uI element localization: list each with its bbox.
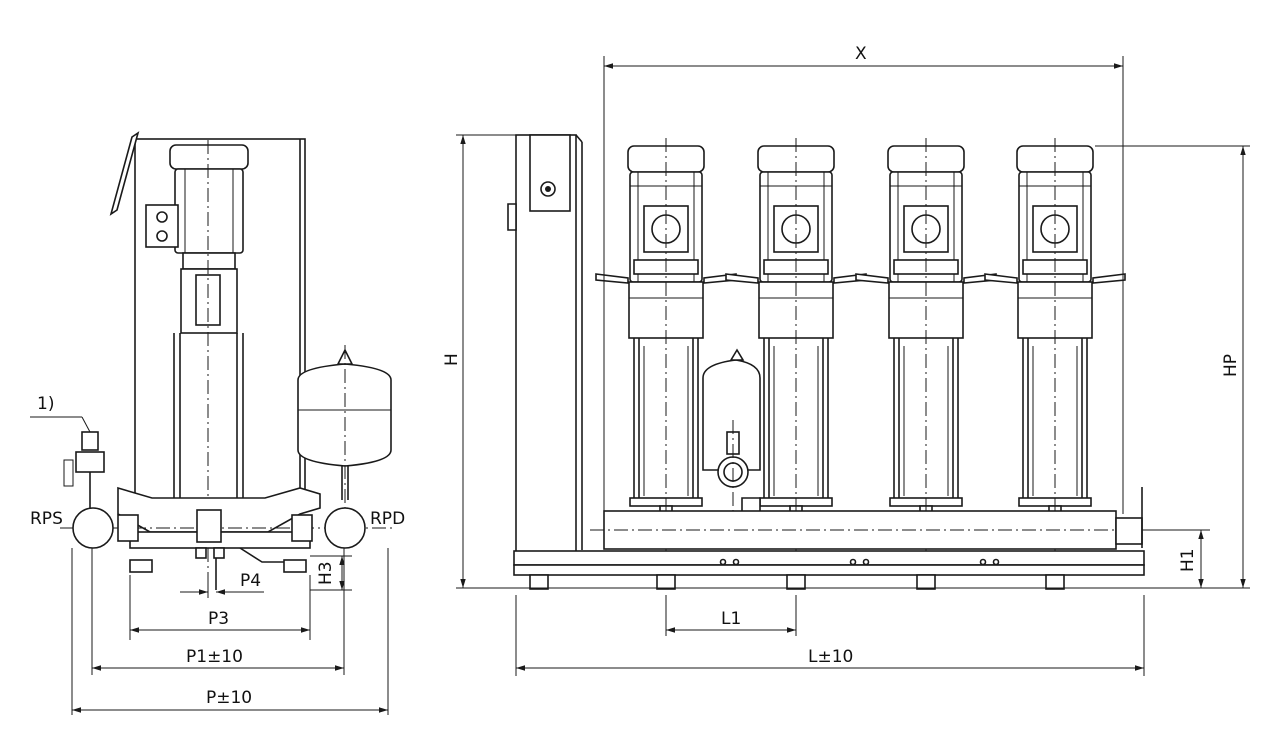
p-label: P±10 bbox=[206, 688, 252, 708]
rpd-label: RPD bbox=[370, 509, 405, 529]
suction-manifold bbox=[72, 507, 114, 549]
side-view-labels: 1) RPS RPD P4 H3 P3 P1±10 P±10 bbox=[30, 394, 405, 708]
rps-label: RPS bbox=[30, 509, 63, 529]
pressure-tank bbox=[297, 363, 392, 467]
cabinet-door bbox=[109, 131, 140, 216]
x-label: X bbox=[855, 44, 867, 64]
front-view-labels: X H HP H1 L1 L±10 bbox=[442, 44, 1241, 667]
front-view bbox=[456, 56, 1250, 676]
front-base-frame bbox=[513, 550, 1145, 566]
note-label: 1) bbox=[37, 394, 54, 414]
h-label: H bbox=[442, 353, 462, 366]
p3-label: P3 bbox=[208, 609, 229, 629]
p4-label: P4 bbox=[240, 571, 261, 591]
h3-label: H3 bbox=[316, 561, 336, 585]
l-label: L±10 bbox=[808, 647, 853, 667]
hp-label: HP bbox=[1221, 354, 1241, 377]
p1-label: P1±10 bbox=[186, 647, 243, 667]
motor bbox=[169, 144, 249, 170]
h1-label: H1 bbox=[1178, 548, 1198, 572]
side-view bbox=[30, 131, 392, 715]
discharge-manifold bbox=[324, 507, 366, 549]
l1-label: L1 bbox=[721, 609, 741, 629]
